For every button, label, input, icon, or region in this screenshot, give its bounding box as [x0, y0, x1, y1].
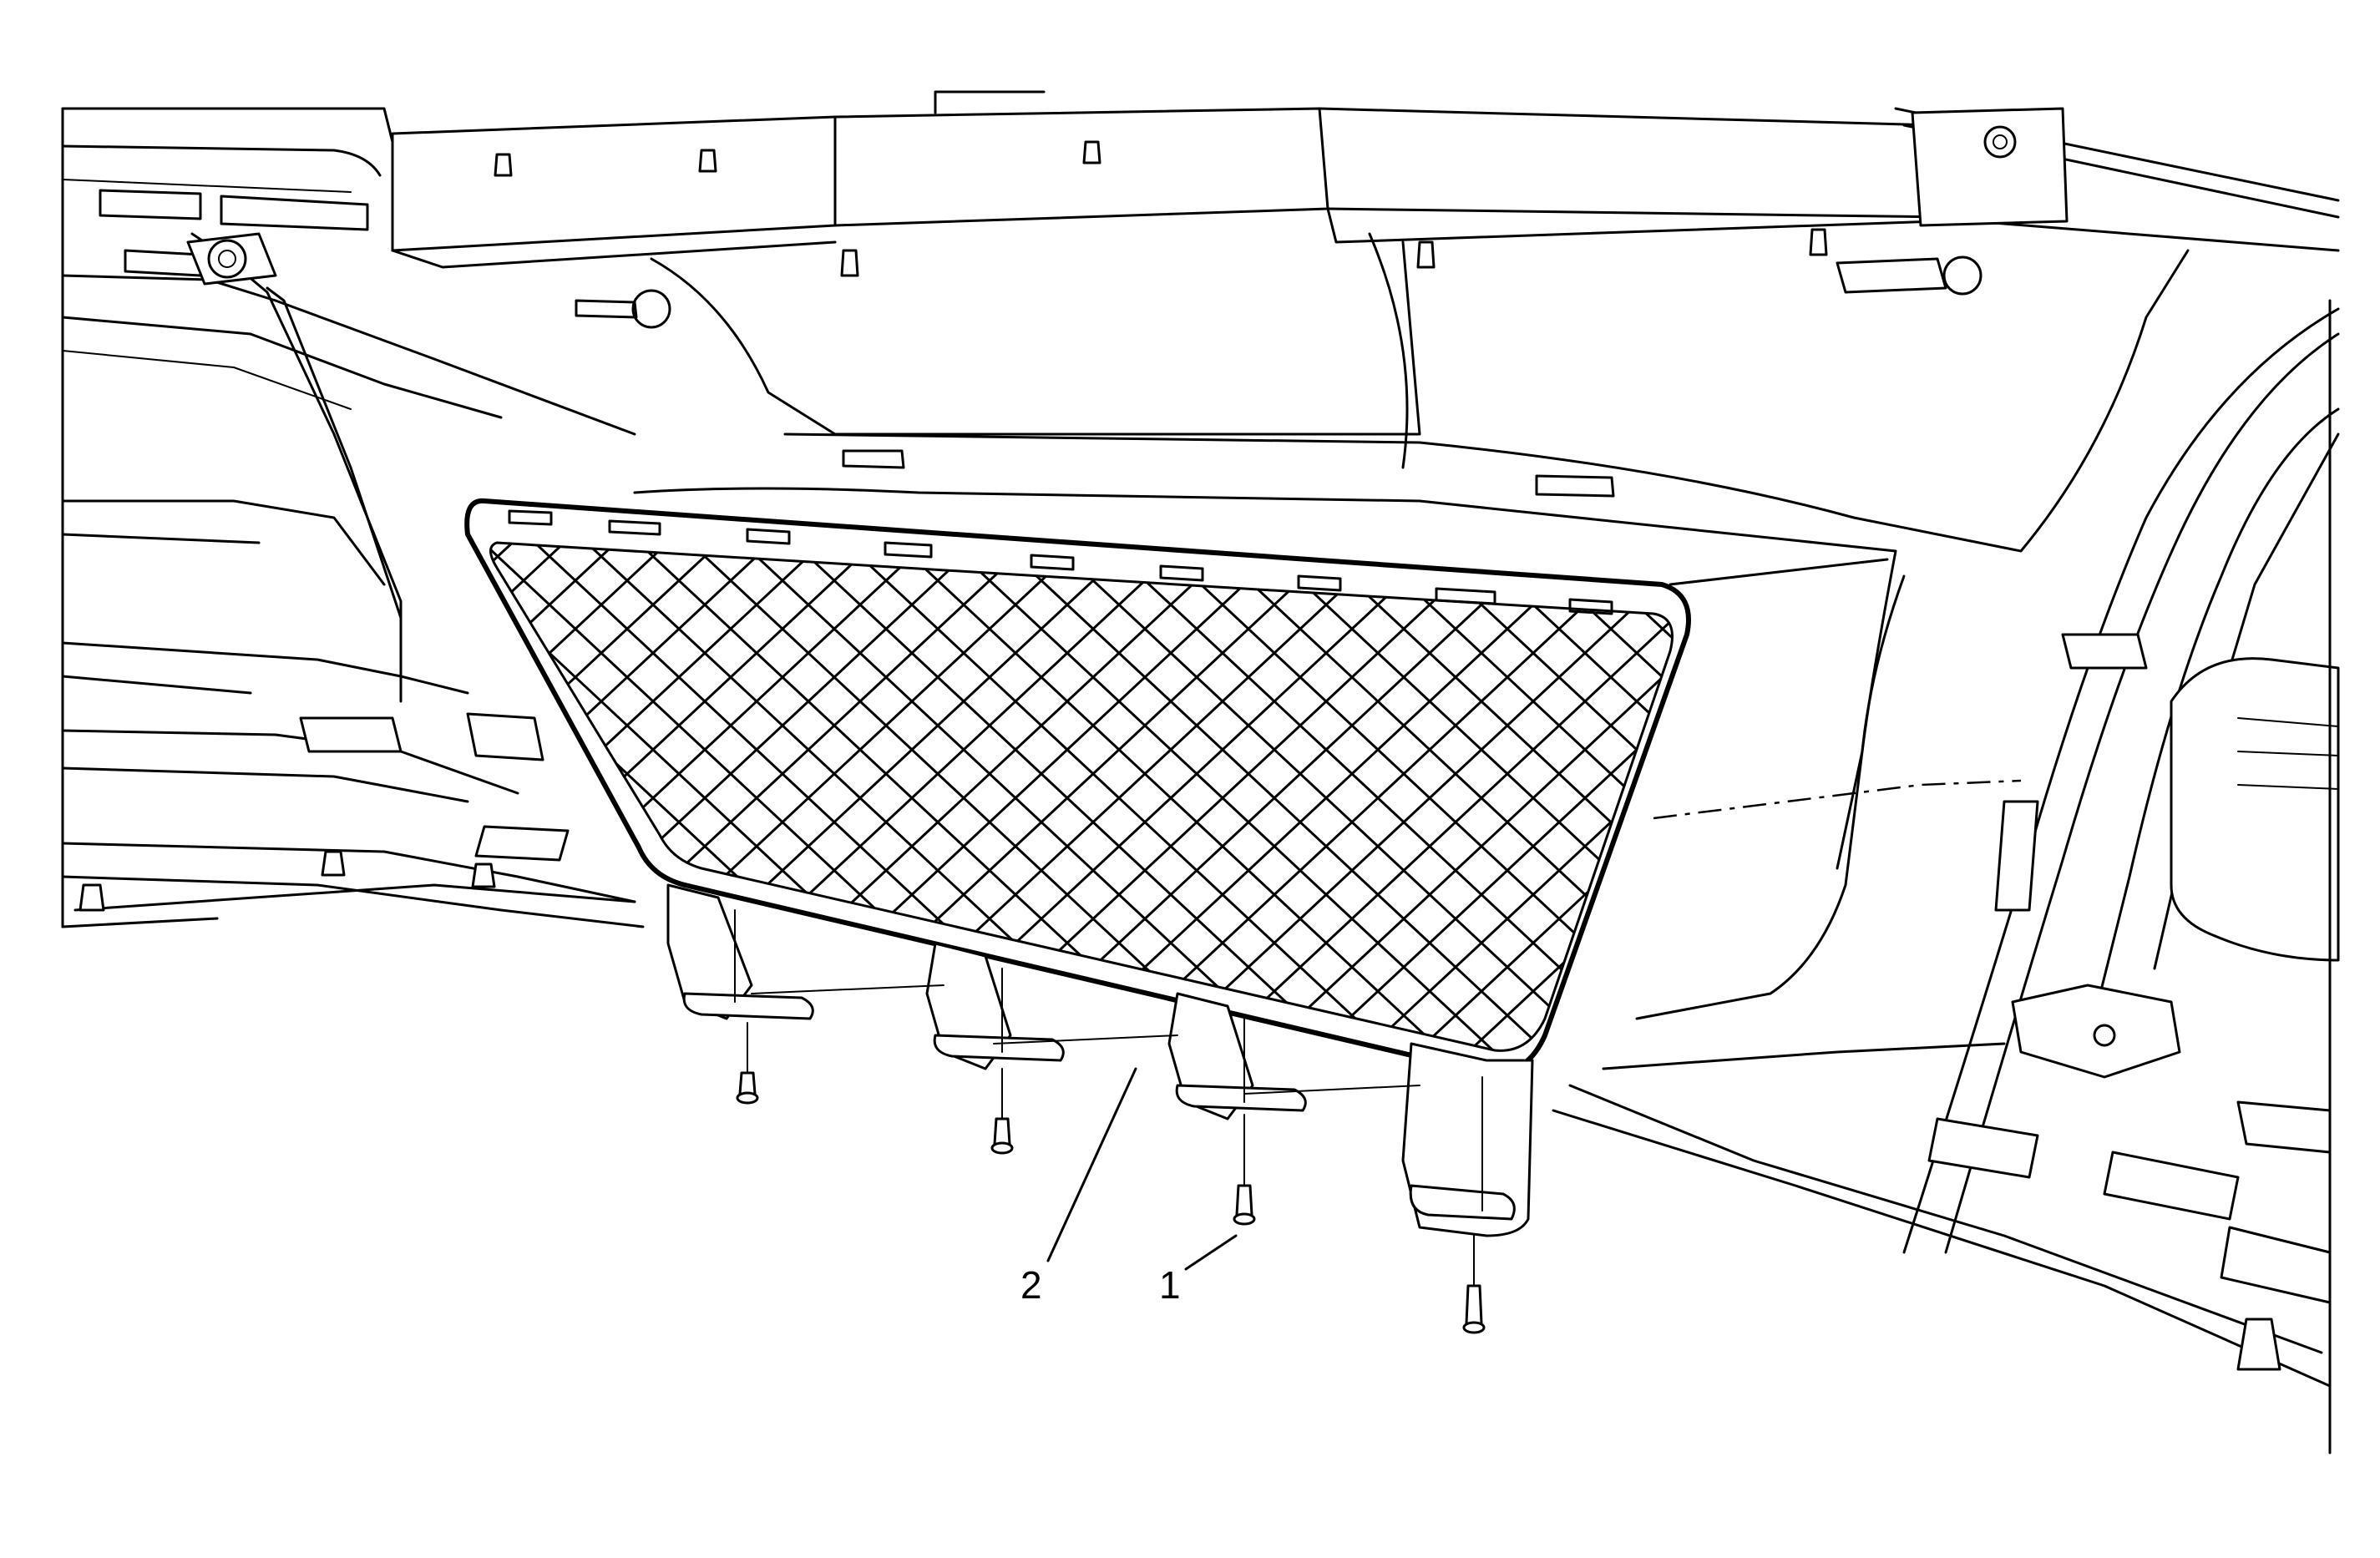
mesh-strand [490, 543, 1164, 1051]
leader-line-2 [1046, 1067, 1137, 1262]
mesh-strand [711, 543, 1466, 1051]
mesh-strand [0, 468, 377, 1169]
mesh-strand [490, 543, 586, 1051]
mesh-strand [0, 468, 230, 1169]
bumper-fascia-opening [650, 232, 2332, 1388]
callout-label-2: 2 [1020, 1263, 1042, 1307]
mesh-strand [1229, 543, 1673, 1051]
mesh-strand [2370, 468, 2380, 1169]
mesh-strand [490, 543, 853, 1051]
mesh-strand [815, 543, 1570, 1051]
callout-label-1: 1 [1159, 1263, 1181, 1307]
mesh-strand [763, 543, 1518, 1051]
mesh-strand [490, 543, 905, 1051]
mesh-strand [490, 543, 1216, 1051]
mesh-strand [0, 468, 282, 1169]
mesh-strand [0, 468, 170, 1169]
mesh-strand [490, 543, 1104, 1051]
mesh-strand [0, 468, 481, 1169]
mesh-strand [0, 468, 67, 1169]
mesh-strand [970, 543, 1673, 1051]
mesh-strand [490, 543, 742, 1051]
mesh-strand [0, 468, 489, 1169]
mesh-strand [0, 468, 438, 1169]
mesh-strand [720, 543, 1475, 1051]
mesh-strand [513, 543, 1268, 1051]
grille-screws [736, 1022, 1486, 1334]
mesh-strand [490, 543, 1052, 1051]
mesh-strand [490, 543, 646, 1051]
left-bumper-structure [61, 107, 645, 928]
mesh-strand [490, 543, 595, 1051]
screw-2 [990, 1068, 1014, 1155]
callout-leader-lines [1046, 1067, 1238, 1271]
mesh-strand [1082, 543, 1673, 1051]
mesh-strand [490, 543, 543, 1051]
mesh-strand [490, 543, 1208, 1051]
mesh-strand [1022, 543, 1673, 1051]
mesh-strand [0, 468, 15, 1169]
lower-grille [0, 468, 2380, 1237]
mesh-strand [927, 543, 1673, 1051]
mesh-strand [1238, 543, 1673, 1051]
mesh-strand [504, 543, 1259, 1051]
screw-1 [736, 1022, 759, 1105]
mesh-strand [490, 543, 845, 1051]
mesh-strand [490, 543, 1112, 1051]
mesh-strand [0, 468, 334, 1169]
mesh-strand [867, 543, 1622, 1051]
mesh-strand [0, 468, 222, 1169]
mesh-strand [608, 543, 1363, 1051]
mesh-strand [490, 543, 698, 1051]
mesh-strand [490, 543, 802, 1051]
mesh-strand [490, 543, 957, 1051]
mesh-strand [490, 543, 949, 1051]
mesh-strand [1177, 543, 1673, 1051]
leader-line-1 [1184, 1234, 1238, 1271]
mesh-strand [490, 543, 534, 1051]
mesh-strand [0, 468, 429, 1169]
mesh-strand [490, 543, 1009, 1051]
mesh-strand [490, 543, 1156, 1051]
screw-3 [1233, 1114, 1256, 1226]
mesh-strand [1186, 543, 1673, 1051]
mesh-strand [490, 543, 750, 1051]
screw-4 [1462, 1235, 1486, 1334]
mesh-strand [0, 468, 23, 1169]
mesh-strand [919, 543, 1673, 1051]
mesh-strand [0, 468, 386, 1169]
right-bumper-side-opening [1902, 299, 2340, 1454]
grille-retaining-tabs [508, 509, 1613, 615]
mesh-strand [668, 543, 1423, 1051]
upper-bumper-beam [391, 90, 2340, 329]
mesh-strand [490, 543, 897, 1051]
grille-mounting-feet [666, 883, 1534, 1237]
mesh-strand [0, 468, 119, 1169]
mesh-strand [0, 468, 326, 1169]
mesh-strand [0, 468, 179, 1169]
mesh-strand [556, 543, 1311, 1051]
mesh-strand [490, 543, 638, 1051]
mesh-strand [660, 543, 1415, 1051]
mesh-strand [1134, 543, 1673, 1051]
mesh-strand [490, 543, 1061, 1051]
mesh-strand [490, 543, 793, 1051]
mesh-strand [0, 468, 274, 1169]
